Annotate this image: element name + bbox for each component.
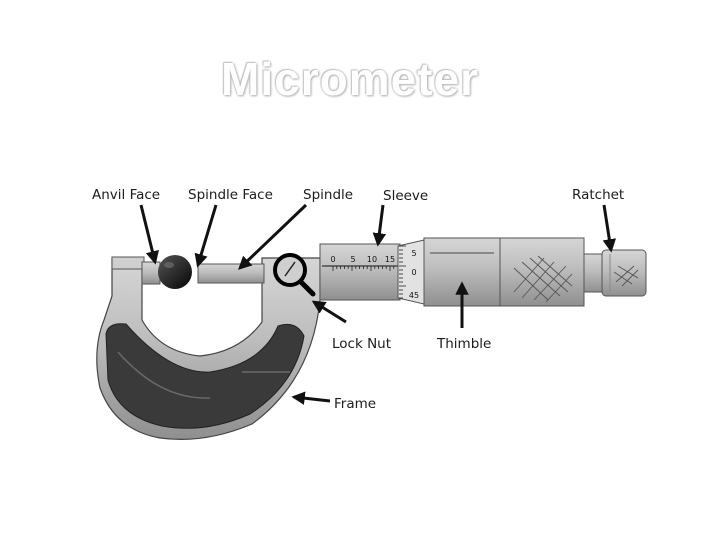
arrow-ratchet [602, 204, 617, 253]
thimble-scale-45: 45 [409, 291, 419, 300]
label-anvil-face: Anvil Face [92, 187, 160, 203]
label-spindle: Spindle [303, 187, 353, 203]
ratchet [601, 249, 647, 297]
frame-grip [105, 323, 305, 429]
thimble: 5 0 45 [397, 237, 503, 307]
label-frame: Frame [334, 396, 376, 412]
arrow-anvil-face [139, 204, 159, 265]
sleeve-scale-10: 10 [367, 255, 377, 264]
ratchet-neck [583, 253, 605, 293]
arrow-frame [291, 391, 331, 405]
sleeve: 0 5 10 15 [319, 243, 401, 301]
sleeve-scale-0: 0 [330, 255, 335, 264]
arrow-spindle [238, 203, 308, 270]
label-thimble: Thimble [436, 336, 491, 352]
sleeve-scale-15: 15 [385, 255, 395, 264]
thimble-scale-0: 0 [411, 268, 416, 277]
label-arrows [139, 203, 617, 405]
page-title: Micrometer [221, 53, 479, 105]
label-sleeve: Sleeve [383, 188, 428, 204]
arrow-sleeve [372, 204, 387, 247]
arrow-lock-nut [311, 300, 347, 324]
sleeve-scale-5: 5 [350, 255, 355, 264]
lock-nut [273, 253, 316, 297]
knurled-grip [499, 237, 585, 307]
anvil [141, 261, 161, 285]
label-spindle-face: Spindle Face [188, 187, 273, 203]
spindle [197, 263, 265, 284]
thimble-scale-5: 5 [411, 249, 416, 258]
label-lock-nut: Lock Nut [332, 336, 391, 352]
label-ratchet: Ratchet [572, 187, 624, 203]
arrow-spindle-face [194, 204, 218, 268]
workpiece-ball [158, 255, 192, 289]
